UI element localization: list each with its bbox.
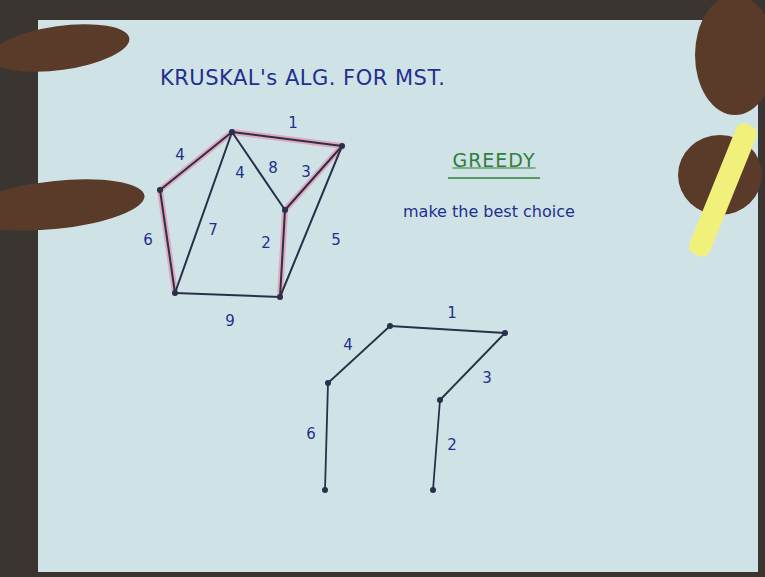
edge-weight: 1 bbox=[288, 116, 298, 131]
highlighter-marker bbox=[687, 121, 760, 259]
underline bbox=[448, 177, 540, 179]
edge-weight: 4 bbox=[235, 166, 245, 181]
edge-weight: 6 bbox=[143, 233, 153, 248]
edge-weight: 7 bbox=[208, 223, 218, 238]
paper-sheet bbox=[38, 20, 758, 572]
edge-weight: 9 bbox=[225, 314, 235, 329]
heading-note: GREEDY bbox=[452, 151, 535, 170]
note-text: make the best choice bbox=[403, 204, 575, 220]
edge-weight: 5 bbox=[331, 233, 341, 248]
edge-weight: 8 bbox=[268, 161, 278, 176]
edge-weight: 4 bbox=[343, 338, 353, 353]
edge-weight: 6 bbox=[306, 427, 316, 442]
diagram-title: KRUSKAL's ALG. FOR MST. bbox=[160, 68, 445, 89]
graph-edges bbox=[160, 132, 342, 297]
edge-weight: 3 bbox=[301, 165, 311, 180]
edge-weight: 3 bbox=[482, 371, 492, 386]
hands bbox=[0, 0, 765, 238]
highlight-strokes bbox=[160, 132, 342, 297]
tree-edges bbox=[325, 326, 505, 490]
tree-vertices bbox=[322, 323, 508, 493]
edge-weight: 2 bbox=[447, 438, 457, 453]
edge-weight: 2 bbox=[261, 236, 271, 251]
edge-weight: 1 bbox=[447, 306, 457, 321]
edge-weight: 4 bbox=[175, 148, 185, 163]
graph-vertices bbox=[157, 129, 345, 300]
